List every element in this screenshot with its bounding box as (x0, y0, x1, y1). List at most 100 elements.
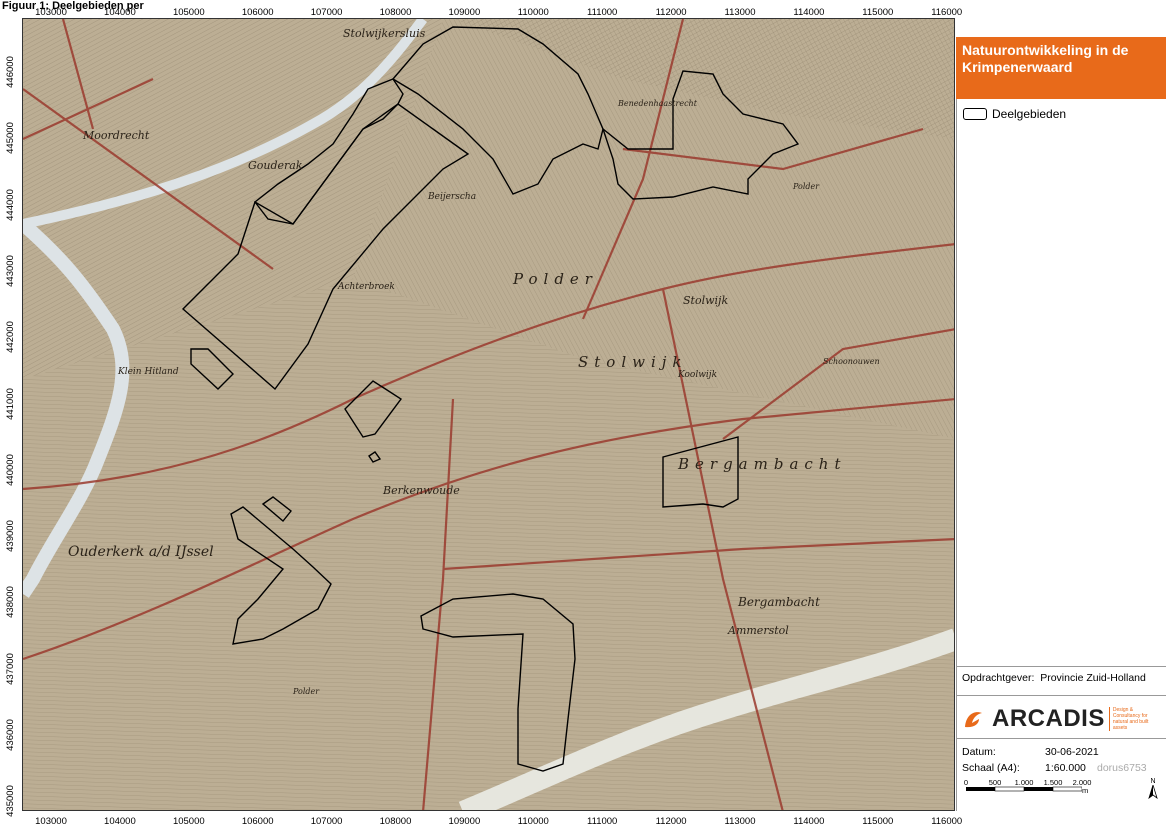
road-network (23, 19, 954, 810)
x-tick-label: 116000 (931, 7, 963, 18)
x-tick-label: 105000 (172, 816, 205, 827)
x-tick-label: 112000 (655, 816, 687, 827)
x-tick-label: 107000 (310, 816, 343, 827)
map-canvas[interactable]: StolwijkersluisMoordrechtGouderakBeijers… (23, 19, 955, 811)
map-place-label: Bergambacht (677, 455, 846, 473)
y-tick-label: 445000 (5, 122, 16, 155)
client-row: Opdrachtgever: Provincie Zuid-Holland (962, 672, 1146, 684)
company-tagline: Design & Consultancy for natural and bui… (1108, 707, 1153, 731)
deelgebied-achterbroek (344, 380, 403, 438)
legend-item-deelgebieden: Deelgebieden (963, 107, 1066, 121)
x-tick-label: 111000 (587, 816, 618, 827)
legend-title: Natuurontwikkeling in de Krimpenerwaard (956, 37, 1166, 99)
map-place-label: Klein Hitland (117, 367, 179, 377)
north-arrow-icon (1148, 783, 1158, 800)
legend-item-label: Deelgebieden (992, 107, 1067, 121)
map-place-label: Polder (292, 687, 320, 696)
polder-hatching (23, 279, 954, 810)
deelgebied-klein-hitland (190, 348, 234, 390)
map-place-label: Achterbroek (337, 282, 395, 292)
map-place-label: Berkenwoude (382, 484, 460, 497)
y-tick-label: 444000 (5, 188, 16, 221)
x-tick-label: 110000 (517, 816, 549, 827)
map-place-label: Ouderkerk a/d IJssel (68, 544, 214, 560)
map-place-label: Stolwijkersluis (343, 27, 426, 40)
x-tick-label: 114000 (793, 7, 825, 18)
scalebar-unit: m (1082, 786, 1089, 795)
river-hollandse-ijssel (23, 19, 427, 229)
map-place-label: Gouderak (248, 159, 303, 172)
x-tick-label: 112000 (655, 7, 687, 18)
x-tick-label: 109000 (448, 7, 481, 18)
map-place-label: Koolwijk (677, 370, 717, 380)
author-label: dorus6753 (1097, 762, 1147, 774)
river-hollandse-ijssel (23, 218, 130, 598)
x-tick-label: 114000 (793, 816, 825, 827)
x-tick-label: 106000 (241, 816, 274, 827)
x-tick-label: 113000 (724, 7, 756, 18)
scalebar-tick-label: 1.000 (1014, 778, 1034, 787)
map-place-label: Stolwijk (578, 353, 688, 371)
y-tick-label: 439000 (5, 520, 16, 552)
company-logo: ARCADIS Design & Consultancy for natural… (962, 705, 1153, 733)
map-place-label: Polder (792, 182, 820, 191)
scalebar-tick-label: 500 (988, 778, 1002, 787)
x-tick-label: 115000 (862, 816, 894, 827)
figure-caption: Figuur 1: Deelgebieden per (2, 0, 144, 12)
scale-label: Schaal (A4): (962, 762, 1020, 774)
map-labels: StolwijkersluisMoordrechtGouderakBeijers… (68, 27, 880, 696)
x-tick-label: 110000 (517, 7, 549, 18)
polder-hatching (353, 19, 954, 439)
x-tick-label: 109000 (448, 816, 481, 827)
deelgebied-ouderkerk (230, 506, 332, 645)
x-tick-label: 116000 (931, 816, 963, 827)
river-lek (458, 628, 954, 810)
scale-value: 1:60.000 (1045, 762, 1086, 774)
x-tick-label: 104000 (104, 7, 136, 18)
x-tick-label: 103000 (35, 7, 67, 18)
map-place-label: Moordrecht (82, 129, 150, 142)
y-tick-label: 442000 (5, 321, 16, 354)
y-tick-label: 437000 (5, 652, 16, 685)
y-tick-label: 438000 (5, 586, 16, 619)
divider (956, 738, 1166, 739)
date-value: 30-06-2021 (1045, 746, 1099, 758)
y-tick-label: 436000 (5, 719, 16, 751)
deelgebied-bergambacht (662, 436, 739, 508)
x-tick-label: 108000 (379, 816, 412, 827)
legend-panel (956, 37, 1166, 811)
arcadis-mark-icon (965, 712, 982, 728)
map-place-label: Schoonouwen (823, 357, 880, 366)
north-label: N (1150, 778, 1156, 785)
map-place-label: Benedenhaastrecht (617, 99, 698, 108)
deelgebieden[interactable] (181, 26, 800, 772)
client-label: Opdrachtgever: (962, 672, 1035, 684)
legend-swatch (963, 108, 987, 120)
deelgebied-schuwacht (420, 593, 576, 772)
date-label: Datum: (962, 746, 996, 758)
map-place-label: Polder (512, 270, 598, 288)
map-place-label: Beijerscha (427, 192, 476, 202)
x-tick-label: 105000 (172, 7, 205, 18)
company-name: ARCADIS (992, 705, 1105, 732)
y-tick-label: 443000 (5, 255, 16, 287)
deelgebied-achterbroek-klein (368, 451, 382, 463)
scalebar-tick-label: 0 (963, 778, 969, 787)
x-tick-label: 103000 (35, 816, 67, 827)
x-tick-label: 113000 (724, 816, 756, 827)
divider (956, 666, 1166, 667)
x-tick-label: 107000 (310, 7, 343, 18)
map-place-label: Ammerstol (727, 624, 789, 637)
x-tick-label: 111000 (587, 7, 618, 18)
north-arrow: N (1148, 778, 1158, 801)
y-tick-label: 441000 (5, 387, 16, 420)
x-tick-label: 115000 (862, 7, 894, 18)
deelgebied-gouderak (181, 103, 470, 391)
deelgebied-berkenwoude (261, 496, 292, 523)
polder-hatching (453, 19, 954, 139)
x-tick-label: 106000 (241, 7, 274, 18)
scalebar-tick-label: 2.000 (1072, 778, 1092, 787)
map-place-label: Bergambacht (737, 595, 820, 609)
scalebar-tick-label: 1.500 (1043, 778, 1063, 787)
